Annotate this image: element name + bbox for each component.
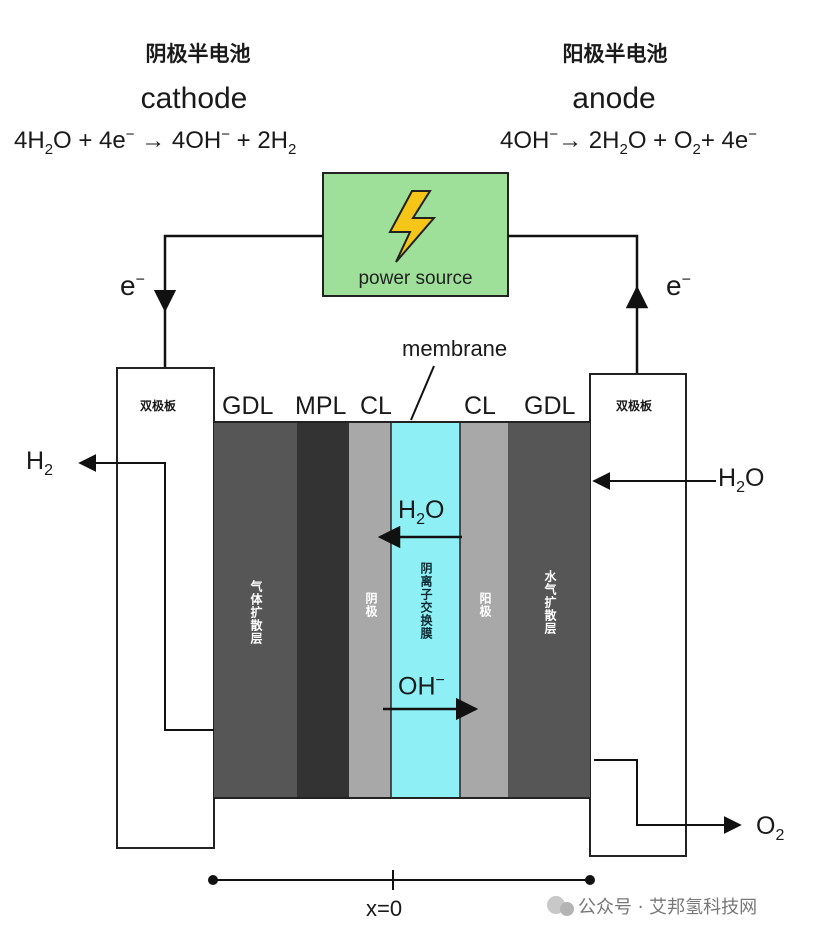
cl-right-layer <box>460 422 508 798</box>
lightning-bolt-icon <box>388 190 437 263</box>
anode-half-cell-header: 阳极半电池 <box>562 42 668 66</box>
bipolar-plate-left-label: 双极板 <box>140 399 177 413</box>
o2-label: O2 <box>756 812 785 844</box>
electron-label-left: e− <box>120 270 145 301</box>
x-axis-right-dot <box>585 875 595 885</box>
mpl-label: MPL <box>295 392 347 420</box>
cl-left-text: 阴极 <box>364 592 378 618</box>
cathode-half-cell-header: 阴极半电池 <box>145 42 251 66</box>
gdl-right-text: 水气扩散层 <box>543 570 557 635</box>
circuit-wire-left <box>153 234 323 313</box>
membrane-layer <box>391 422 460 798</box>
membrane-pointer-line <box>410 365 435 421</box>
cl-left-label: CL <box>360 392 392 420</box>
x-axis-label: x=0 <box>366 896 403 921</box>
cl-right-text: 阳极 <box>478 592 492 618</box>
anode-equation: 4OH−→ 2H2O + O2+ 4e− <box>500 126 758 158</box>
cl-right-label: CL <box>464 392 496 420</box>
circuit-wire-right <box>508 234 639 290</box>
gdl-left-label: GDL <box>222 392 274 420</box>
power-source-label: power source <box>358 268 473 289</box>
mpl-layer <box>297 422 349 798</box>
h2-outlet-arrow <box>78 454 214 731</box>
anode-label: anode <box>572 82 656 115</box>
gdl-right-label: GDL <box>524 392 576 420</box>
cl-left-layer <box>349 422 391 798</box>
watermark: 公众号 · 艾邦氢科技网 <box>578 897 758 918</box>
membrane-label: membrane <box>402 336 508 361</box>
gdl-left-text: 气体扩散层 <box>249 580 263 645</box>
gdl-left-layer <box>214 422 297 798</box>
electron-label-right: e− <box>666 270 691 301</box>
cathode-label: cathode <box>140 82 248 115</box>
oh-membrane-label: OH− <box>398 672 445 701</box>
h2o-inlet-label: H2O <box>718 464 765 496</box>
bipolar-plate-right-label: 双极板 <box>616 399 653 413</box>
h2-label: H2 <box>26 447 53 479</box>
membrane-text: 阴离子交换膜 <box>419 562 433 640</box>
h2o-membrane-label: H2O <box>398 496 445 528</box>
gdl-right-layer <box>508 422 590 798</box>
cathode-equation: 4H2O + 4e− → 4OH− + 2H2 <box>14 126 297 158</box>
o2-outlet-arrow <box>594 759 742 834</box>
wechat-icon-bubble <box>560 902 574 916</box>
x-axis-left-dot <box>208 875 218 885</box>
